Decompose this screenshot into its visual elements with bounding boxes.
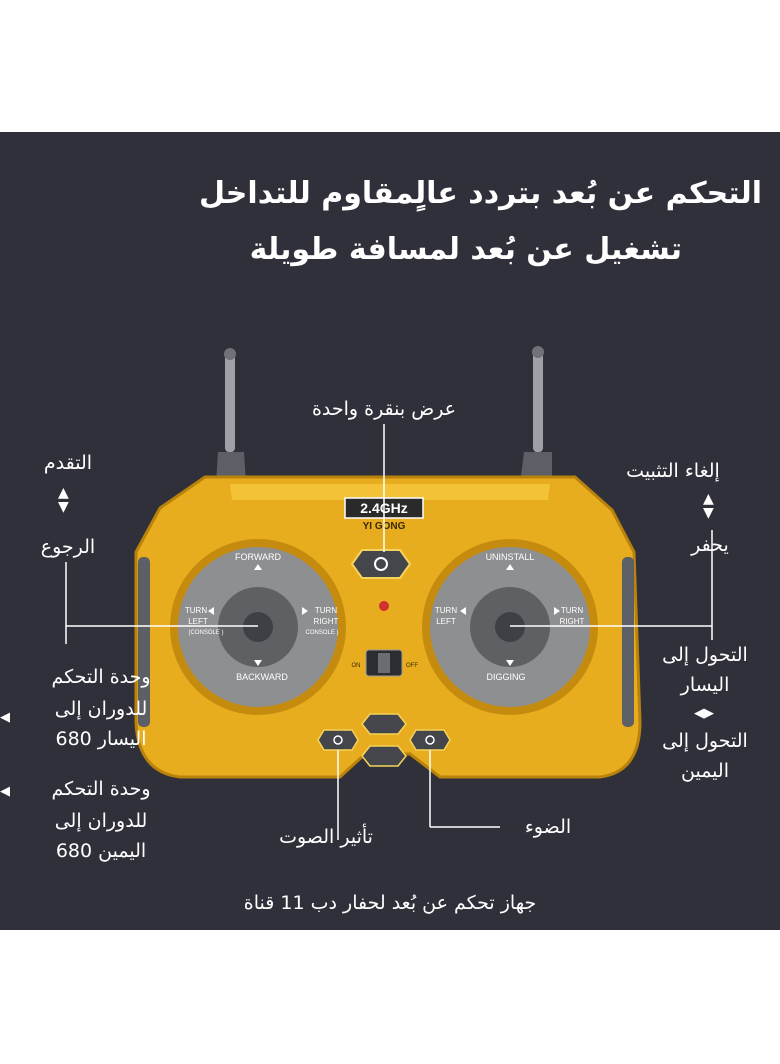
demo-button bbox=[350, 549, 412, 579]
demo-gear-icon bbox=[374, 557, 388, 571]
top-hex-button bbox=[361, 713, 407, 735]
label-turn-right-1: التحول إلى bbox=[662, 730, 748, 752]
left-dial-left-3: (CONSOLE ) bbox=[188, 630, 223, 636]
switch-off-label: OFF bbox=[406, 663, 418, 669]
light-button bbox=[409, 729, 451, 751]
label-forward: التقدم bbox=[43, 452, 93, 474]
callout-lines bbox=[65, 424, 713, 840]
label-cancel-fix: إلغاء التثبيت bbox=[626, 460, 720, 482]
left-dial-right-2: RIGHT bbox=[314, 617, 339, 626]
left-dial-forward: FORWARD bbox=[235, 552, 281, 562]
label-turn-right-2: اليمين bbox=[681, 760, 729, 782]
label-one-key-demo: عرض بنقرة واحدة bbox=[311, 398, 457, 420]
sound-button bbox=[317, 729, 359, 751]
left-grip bbox=[138, 557, 150, 727]
left-dial-right-1: TURN bbox=[315, 606, 337, 615]
right-dial-right-2: RIGHT bbox=[560, 617, 585, 626]
headline-line-2: تشغيل عن بُعد لمسافة طويلة bbox=[249, 232, 682, 267]
light-bulb-icon bbox=[425, 735, 435, 745]
remote-controller: 2.4GHz YI GONG FORWARD BACKWARD TURN LEF… bbox=[65, 346, 713, 840]
left-dial-left-1: TURN bbox=[185, 606, 207, 615]
left-dial-backward: BACKWARD bbox=[236, 672, 288, 682]
power-led bbox=[379, 601, 389, 611]
right-dial-uninstall: UNINSTALL bbox=[486, 552, 535, 562]
label-rotate-left-3: اليسار 680 bbox=[55, 728, 147, 750]
left-joystick bbox=[243, 612, 273, 642]
label-dig: يحفر bbox=[691, 534, 729, 556]
label-rotate-right-1: وحدة التحكم bbox=[51, 778, 151, 800]
label-rotate-left-2: للدوران إلى bbox=[54, 698, 148, 720]
right-joystick bbox=[495, 612, 525, 642]
up-down-arrow-icon: ▲▼ bbox=[58, 485, 69, 515]
left-right-arrow-icon: ◀▶ bbox=[694, 706, 714, 721]
right-grip bbox=[622, 557, 634, 727]
left-antenna bbox=[216, 348, 246, 484]
left-dial-right-3: CONSOLE ) bbox=[305, 630, 338, 636]
headline-line-1: التحكم عن بُعد بتردد عالٍمقاوم للتداخل bbox=[199, 176, 762, 211]
footer-caption: جهاز تحكم عن بُعد لحفار دب 11 قناة bbox=[243, 892, 537, 914]
label-light: الضوء bbox=[524, 816, 572, 838]
right-dial-right-1: TURN bbox=[561, 606, 583, 615]
label-turn-left-1: التحول إلى bbox=[662, 644, 748, 666]
label-sound-effect: تأثير الصوت bbox=[279, 826, 373, 848]
left-dial-left-2: LEFT bbox=[188, 617, 208, 626]
label-rotate-right-2: للدوران إلى bbox=[54, 810, 148, 832]
label-rotate-right-3: اليمين 680 bbox=[55, 840, 147, 862]
left-arrow-icon-2: ◀ bbox=[0, 784, 10, 799]
right-dial-digging: DIGGING bbox=[486, 672, 525, 682]
up-down-arrow-icon-right: ▲▼ bbox=[703, 491, 714, 521]
product-panel: التحكم عن بُعد بتردد عالٍمقاوم للتداخل ت… bbox=[0, 132, 780, 930]
switch-on-label: ON bbox=[352, 663, 361, 669]
label-rotate-left-1: وحدة التحكم bbox=[51, 666, 151, 688]
left-arrow-icon: ◀ bbox=[0, 710, 10, 725]
label-turn-left-2: اليسار bbox=[680, 674, 730, 696]
right-antenna bbox=[520, 346, 552, 484]
sound-icon bbox=[333, 735, 343, 745]
label-backward: الرجوع bbox=[40, 536, 96, 558]
right-dial-left-1: TURN bbox=[435, 606, 457, 615]
right-dial-left-2: LEFT bbox=[436, 617, 456, 626]
bottom-hex-button bbox=[361, 745, 407, 767]
